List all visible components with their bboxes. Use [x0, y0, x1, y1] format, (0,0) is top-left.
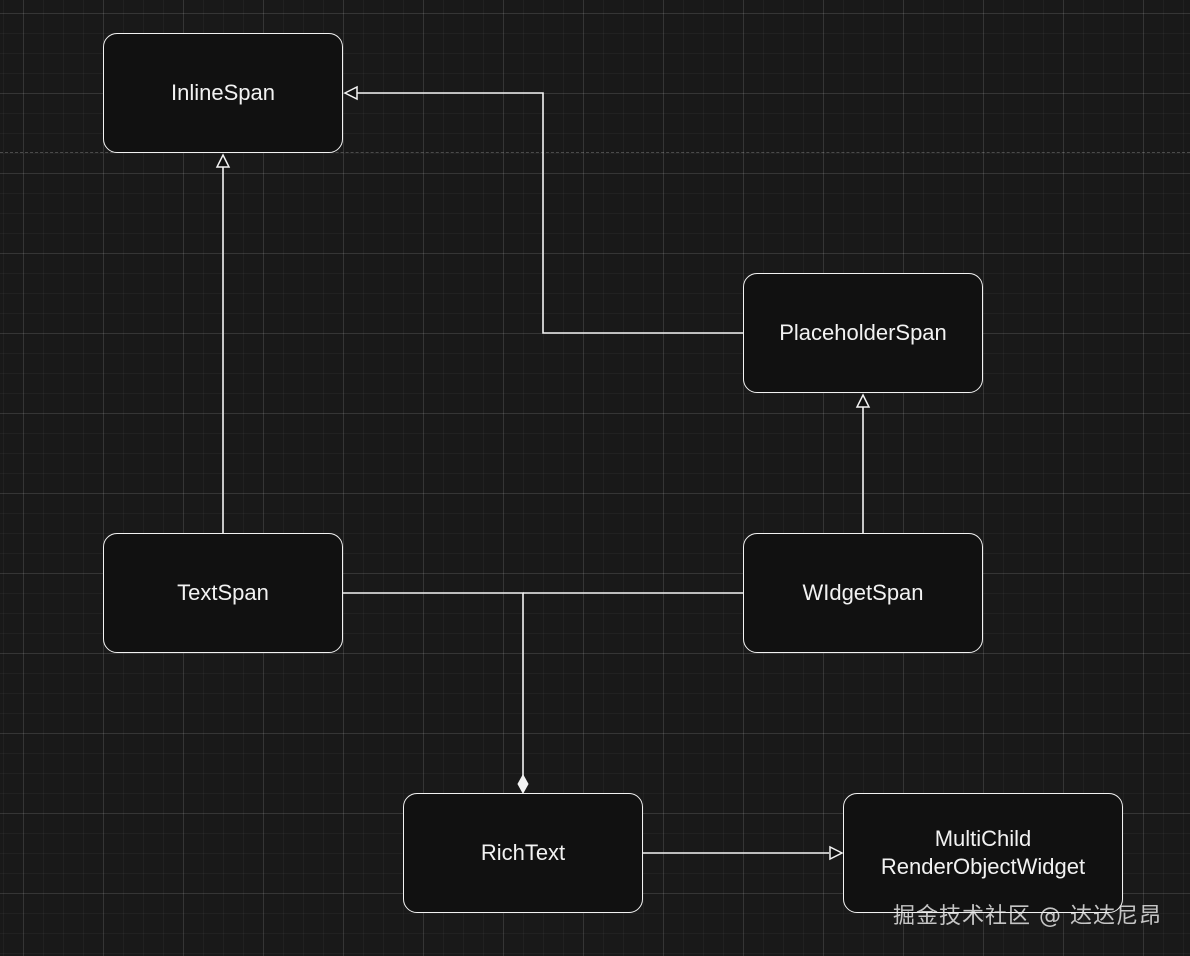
- node-inlinespan-label: InlineSpan: [171, 80, 275, 105]
- node-widgetspan-label: WIdgetSpan: [802, 580, 924, 605]
- edge-textspan-inlinespan-arrowhead: [215, 153, 231, 168]
- node-placeholderspan-label: PlaceholderSpan: [779, 320, 947, 345]
- edge-widgetspan-placeholderspan-arrowhead: [855, 393, 871, 408]
- edge-placeholderspan-inlinespan-arrowhead: [343, 85, 358, 101]
- node-richtext[interactable]: RichText: [403, 793, 643, 913]
- node-placeholderspan[interactable]: PlaceholderSpan: [743, 273, 983, 393]
- composition-diamond: [517, 773, 529, 795]
- node-multichild-label: MultiChild RenderObjectWidget: [880, 826, 1086, 879]
- watermark: 掘金技术社区 @ 达达尼昂: [893, 904, 1162, 929]
- node-multichildrenderobjectwidget[interactable]: MultiChild RenderObjectWidget: [843, 793, 1123, 913]
- node-textspan-label: TextSpan: [177, 580, 269, 605]
- edge-textspan-richtext: [343, 592, 524, 776]
- node-textspan[interactable]: TextSpan: [103, 533, 343, 653]
- page-break-guide: [0, 152, 1190, 153]
- edge-richtext-multichild-arrowhead: [829, 845, 844, 861]
- node-richtext-label: RichText: [480, 840, 566, 865]
- node-widgetspan[interactable]: WIdgetSpan: [743, 533, 983, 653]
- edge-placeholderspan-inlinespan: [357, 92, 743, 334]
- node-inlinespan[interactable]: InlineSpan: [103, 33, 343, 153]
